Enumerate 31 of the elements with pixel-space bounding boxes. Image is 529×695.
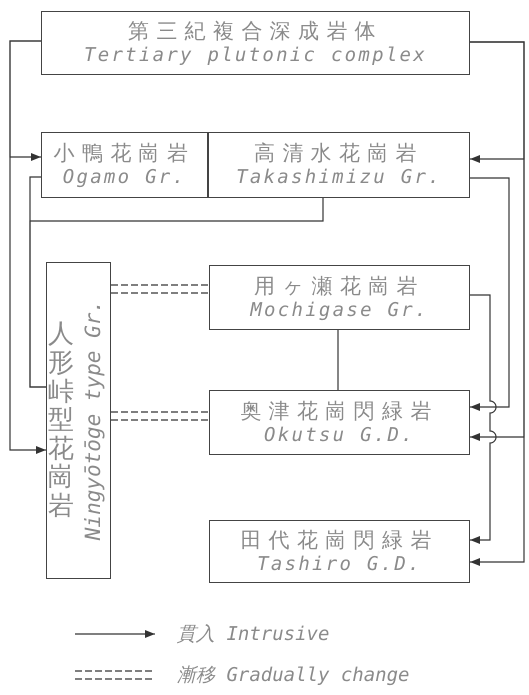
unit-box (41, 11, 470, 75)
unit-name-japanese: 用ヶ瀬花崗岩 (254, 272, 426, 299)
unit-name-japanese: 第三紀複合深成岩体 (128, 18, 384, 44)
unit-name-japanese: 田代花崗閃緑岩 (240, 526, 439, 553)
unit-name-english: Takashimizu Gr. (236, 166, 442, 190)
arrow (470, 177, 510, 411)
connector-line (337, 330, 339, 391)
arrow (470, 294, 497, 544)
unit-name-english: Tashiro G.D. (257, 552, 422, 576)
unit-name-english: Ogamo Gr. (62, 166, 186, 190)
unit-box (209, 265, 470, 330)
unit-name-japanese: 人形峠型花崗岩 (48, 320, 74, 521)
unit-name-english: Tertiary plutonic complex (84, 44, 427, 68)
legend-label: 貫入 Intrusive (177, 622, 330, 647)
legend-label: 漸移 Gradually change (177, 662, 410, 688)
unit-name-japanese: 小鴨花崗岩 (54, 140, 196, 166)
unit-name-english: Okutsu G.D. (264, 424, 415, 448)
unit-name-english: Ningyōtōge type Gr. (80, 300, 106, 541)
gradational-connector (110, 284, 210, 294)
unit-name-japanese: 高清水花崗岩 (254, 140, 424, 166)
unit-box (208, 132, 470, 198)
unit-box (41, 132, 208, 198)
unit-box (209, 390, 470, 455)
arrow (470, 41, 525, 566)
unit-name-japanese: 奥津花崗閃緑岩 (240, 398, 439, 424)
arrow (9, 40, 46, 454)
gradational-connector (110, 411, 210, 421)
unit-name-english: Mochigase Gr. (250, 298, 429, 322)
connector-line (29, 198, 324, 388)
vertical-unit-box (46, 262, 111, 579)
unit-box (209, 520, 470, 583)
